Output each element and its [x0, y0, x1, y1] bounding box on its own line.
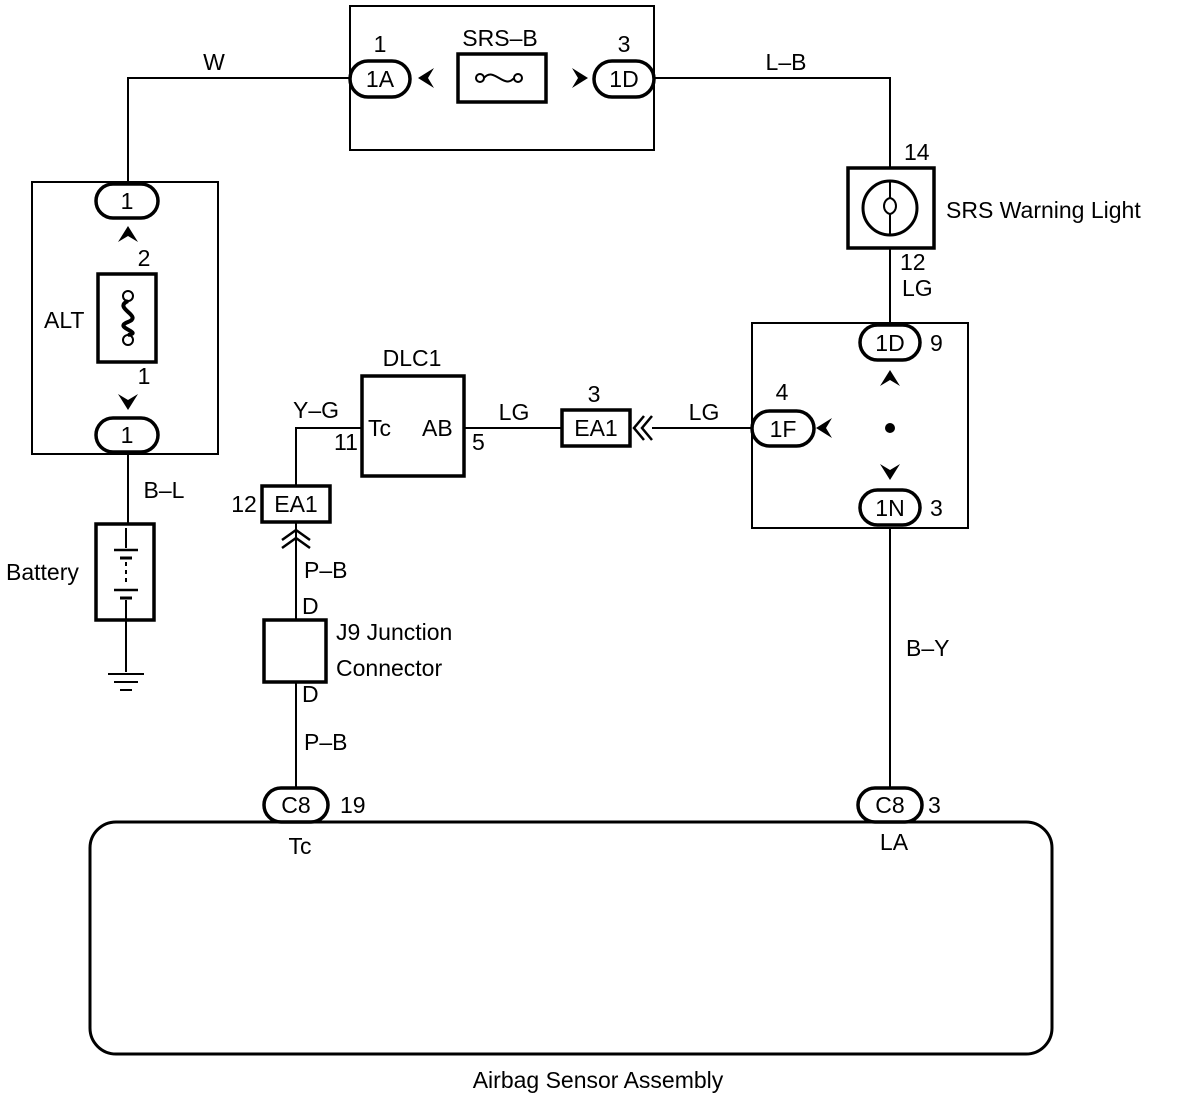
wire-label-yg: Y–G: [293, 397, 339, 423]
airbag-terminal-tc: Tc: [289, 833, 312, 859]
ea1-connector-right: EA1 3: [560, 381, 653, 448]
connector-c8-left-label: C8: [281, 792, 310, 818]
connector-1-top: [94, 182, 160, 220]
wire-w: [127, 77, 350, 182]
wire-lb: [654, 77, 891, 168]
wire-label-pb-top: P–B: [304, 557, 347, 583]
connector-arrow-icon: [418, 68, 434, 88]
wire-label-bl: B–L: [144, 477, 185, 503]
warning-light-label: SRS Warning Light: [946, 197, 1141, 223]
j9-pin-bottom: D: [302, 681, 319, 707]
connector-1a-label: 1A: [366, 66, 395, 92]
j9-label-line1: J9 Junction: [336, 619, 452, 645]
connector-1d-junction-label: 1D: [875, 330, 904, 356]
connector-1-top-label: 1: [121, 188, 134, 214]
fuse-block: 1A 1 SRS–B 1D 3: [348, 5, 656, 151]
dlc1-tc-pin: 11: [334, 429, 358, 455]
connector-arrow-up-icon: [118, 226, 138, 242]
wire-label-by: B–Y: [906, 635, 949, 661]
connector-1f: [750, 409, 816, 448]
connector-1d-top-label: 1D: [609, 66, 638, 92]
alt-label: ALT: [44, 307, 84, 333]
wire-label-lb: L–B: [766, 49, 807, 75]
wire-label-lg-dlc: LG: [499, 399, 530, 425]
battery-label: Battery: [6, 559, 79, 585]
junction-block: 1D 9 1F 4 1N 3: [750, 322, 969, 529]
connector-arrow-left-icon: [816, 418, 832, 438]
connector-1d-junction-pin: 9: [930, 330, 943, 356]
connector-1a: [348, 59, 412, 99]
connector-1-bottom-label: 1: [121, 422, 134, 448]
srs-b-label: SRS–B: [462, 25, 537, 51]
j9-junction-connector: D D J9 Junction Connector: [262, 593, 452, 707]
j9-pin-top: D: [302, 593, 319, 619]
dlc1-box: [360, 374, 466, 478]
wire-yg: [295, 427, 362, 486]
connector-arrow-up-icon: [880, 370, 900, 386]
connector-arrow-down-icon: [880, 464, 900, 480]
airbag-sensor-assembly: C8 19 Tc C8 3 LA Airbag Sensor Assembly: [88, 786, 1054, 1093]
ea1-left-pin: 12: [231, 491, 257, 517]
dlc1: DLC1 Tc AB 11 5: [334, 345, 485, 478]
ea1-right-label: EA1: [574, 415, 617, 441]
airbag-assembly-box: [88, 820, 1054, 1056]
ea1-left-box: [260, 484, 332, 524]
connector-c8-right: [856, 786, 924, 824]
fusible-link-icon: [121, 290, 135, 346]
connector-chevron-icon: [632, 415, 645, 441]
connector-arrow-down-icon: [118, 394, 138, 410]
alt-fuse: [96, 272, 158, 364]
connector-c8-right-pin: 3: [928, 792, 941, 818]
connector-c8-left: [262, 786, 330, 824]
dlc1-tc: Tc: [368, 415, 391, 441]
alt-pin-2: 2: [138, 245, 151, 271]
dlc1-ab-pin: 5: [472, 429, 485, 455]
j9-label-line2: Connector: [336, 655, 442, 681]
alt-pin-1: 1: [138, 363, 151, 389]
airbag-terminal-la: LA: [880, 829, 909, 855]
connector-1-bottom: [94, 416, 160, 454]
alt-block: 1 2 ALT 1 1: [31, 181, 219, 455]
ground-icon: [108, 673, 144, 691]
warning-light-pin-12: 12: [900, 249, 926, 275]
ea1-right-box: [560, 408, 632, 448]
connector-1n-label: 1N: [875, 495, 904, 521]
wire-label-lg-light: LG: [902, 275, 933, 301]
j9-box: [262, 618, 328, 684]
connector-c8-left-pin: 19: [340, 792, 366, 818]
connector-1a-pin: 1: [374, 31, 387, 57]
ea1-right-pin: 3: [588, 381, 601, 407]
wire-label-w: W: [203, 49, 225, 75]
srs-b-fuse: [456, 52, 548, 104]
connector-c8-right-label: C8: [875, 792, 904, 818]
connector-chevron-icon: [281, 528, 311, 542]
connector-1n-pin: 3: [930, 495, 943, 521]
wire-label-pb-bottom: P–B: [304, 729, 347, 755]
connector-1f-pin: 4: [776, 379, 789, 405]
warning-light-pin-14: 14: [904, 139, 930, 165]
airbag-assembly-label: Airbag Sensor Assembly: [473, 1067, 724, 1093]
battery: Battery: [6, 522, 156, 622]
splice-point: [885, 423, 895, 433]
connector-1n: [858, 488, 922, 527]
connector-arrow-icon: [572, 68, 588, 88]
connector-1d-top: [592, 59, 656, 99]
connector-1f-label: 1F: [770, 416, 797, 442]
ea1-left-label: EA1: [274, 491, 317, 517]
srs-warning-light: SRS Warning Light 14 12: [846, 139, 1141, 275]
dlc1-ab: AB: [422, 415, 453, 441]
connector-1d-top-pin: 3: [618, 31, 631, 57]
ea1-connector-left: EA1 12: [231, 484, 332, 550]
dlc1-title: DLC1: [383, 345, 442, 371]
wire-label-lg-junction: LG: [689, 399, 720, 425]
fuse-symbol-icon: [475, 73, 524, 83]
connector-1d-junction: [858, 323, 922, 362]
